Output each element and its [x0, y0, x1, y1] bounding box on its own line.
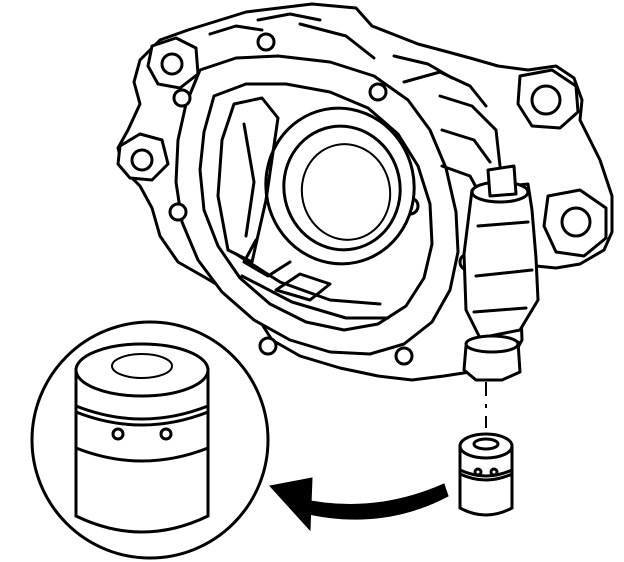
- enlarged-hole-1: [111, 427, 125, 441]
- central-bore-inner: [282, 124, 402, 252]
- bottom-rib-1: [234, 252, 382, 306]
- flange-bolt-7: [258, 336, 278, 356]
- small-part-groove-2: [459, 472, 513, 482]
- flange-inner: [198, 82, 434, 332]
- lower-bore-rim: [464, 334, 520, 354]
- central-bore-recess: [300, 143, 392, 241]
- enlarged-hole-2: [159, 427, 173, 441]
- flange-bolt-6: [394, 346, 414, 366]
- bolt-hole-3: [530, 84, 562, 116]
- outlet-boss: [462, 182, 540, 340]
- flange-bolt-2: [256, 32, 276, 52]
- pump-housing: [116, 2, 614, 382]
- bottom-rib-3: [274, 272, 332, 302]
- right-rib-1: [438, 94, 502, 168]
- top-rib-1: [208, 24, 264, 36]
- bolt-hole-2: [130, 148, 154, 172]
- enlarged-body: [74, 368, 210, 534]
- top-rib-2: [392, 54, 454, 80]
- flange-bolt-1: [172, 88, 192, 108]
- outlet-rib: [476, 220, 530, 228]
- small-part-bore: [472, 437, 500, 451]
- bolt-hole-1: [160, 52, 184, 76]
- enlarged-groove-1: [75, 404, 209, 421]
- bottom-rib-2: [240, 274, 390, 320]
- enlarged-top-bore: [111, 353, 173, 379]
- outlet-rib-3: [472, 306, 528, 314]
- left-cavity: [216, 96, 280, 264]
- enlarged-groove-3: [75, 446, 209, 463]
- right-rib-2: [440, 128, 492, 164]
- nozzle: [486, 164, 518, 198]
- outlet-rib-2: [474, 268, 534, 278]
- small-part: [458, 432, 514, 517]
- magnifier-circle: [30, 320, 270, 560]
- right-rib-4: [298, 22, 376, 60]
- right-rib-3: [402, 70, 488, 108]
- right-rib-5: [256, 12, 322, 22]
- small-part-groove: [459, 468, 513, 478]
- flange-bolt-8: [168, 202, 188, 222]
- enlarged-part: [74, 342, 210, 534]
- flange-bolt-3: [368, 82, 388, 102]
- small-part-hole-1: [473, 467, 483, 477]
- arrow-shaft: [295, 483, 449, 520]
- bolt-hole-4: [560, 206, 592, 238]
- small-part-hole-2: [489, 467, 499, 477]
- enlarged-groove-2: [75, 410, 209, 427]
- left-cavity-rib: [242, 122, 256, 238]
- arrow-head: [269, 477, 313, 532]
- bottom-rib-4: [242, 238, 292, 278]
- direction-arrow: [269, 477, 449, 532]
